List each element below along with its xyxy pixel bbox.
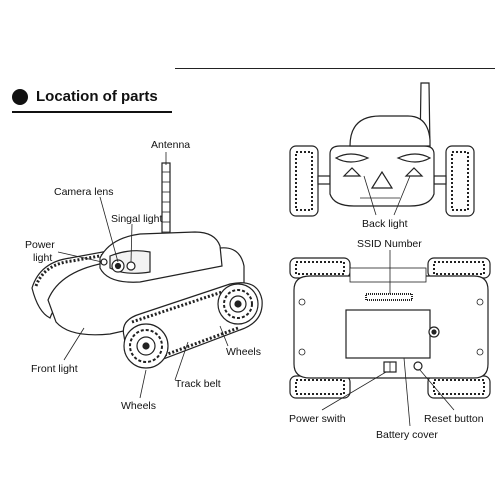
bullet-icon <box>12 88 28 105</box>
reset-button-shape <box>413 361 423 371</box>
label-front-light: Front light <box>31 363 78 375</box>
tank-underside-drawing <box>289 257 491 399</box>
label-wheels-right: Wheels <box>226 346 262 358</box>
section-heading: Location of parts <box>12 88 158 105</box>
back-light-left-shape <box>334 153 370 163</box>
back-light-right-shape <box>396 153 432 163</box>
battery-cover-shape <box>345 309 431 359</box>
label-track-belt: Track belt <box>175 378 221 390</box>
label-back-light: Back light <box>362 218 408 230</box>
label-battery-cover: Battery cover <box>376 429 438 441</box>
heading-text: Location of parts <box>36 88 158 105</box>
top-rule <box>175 68 495 69</box>
rear-dome <box>349 115 431 147</box>
heading-underline <box>12 111 172 113</box>
label-power-light-line1: Power <box>25 239 55 251</box>
label-power-switch: Power swith <box>289 413 346 425</box>
ssid-sticker <box>365 293 413 301</box>
label-singal-light: Singal light <box>111 213 163 225</box>
signal-light-shape <box>126 261 136 271</box>
tank-rear-view-drawing <box>289 82 475 217</box>
label-camera-lens: Camera lens <box>54 186 114 198</box>
label-reset-button: Reset button <box>424 413 484 425</box>
label-antenna: Antenna <box>151 139 191 151</box>
tank-perspective-drawing <box>31 162 263 369</box>
label-power-light-line2: light <box>33 252 53 264</box>
label-wheels-bottom: Wheels <box>121 400 157 412</box>
label-ssid-number: SSID Number <box>357 238 422 250</box>
